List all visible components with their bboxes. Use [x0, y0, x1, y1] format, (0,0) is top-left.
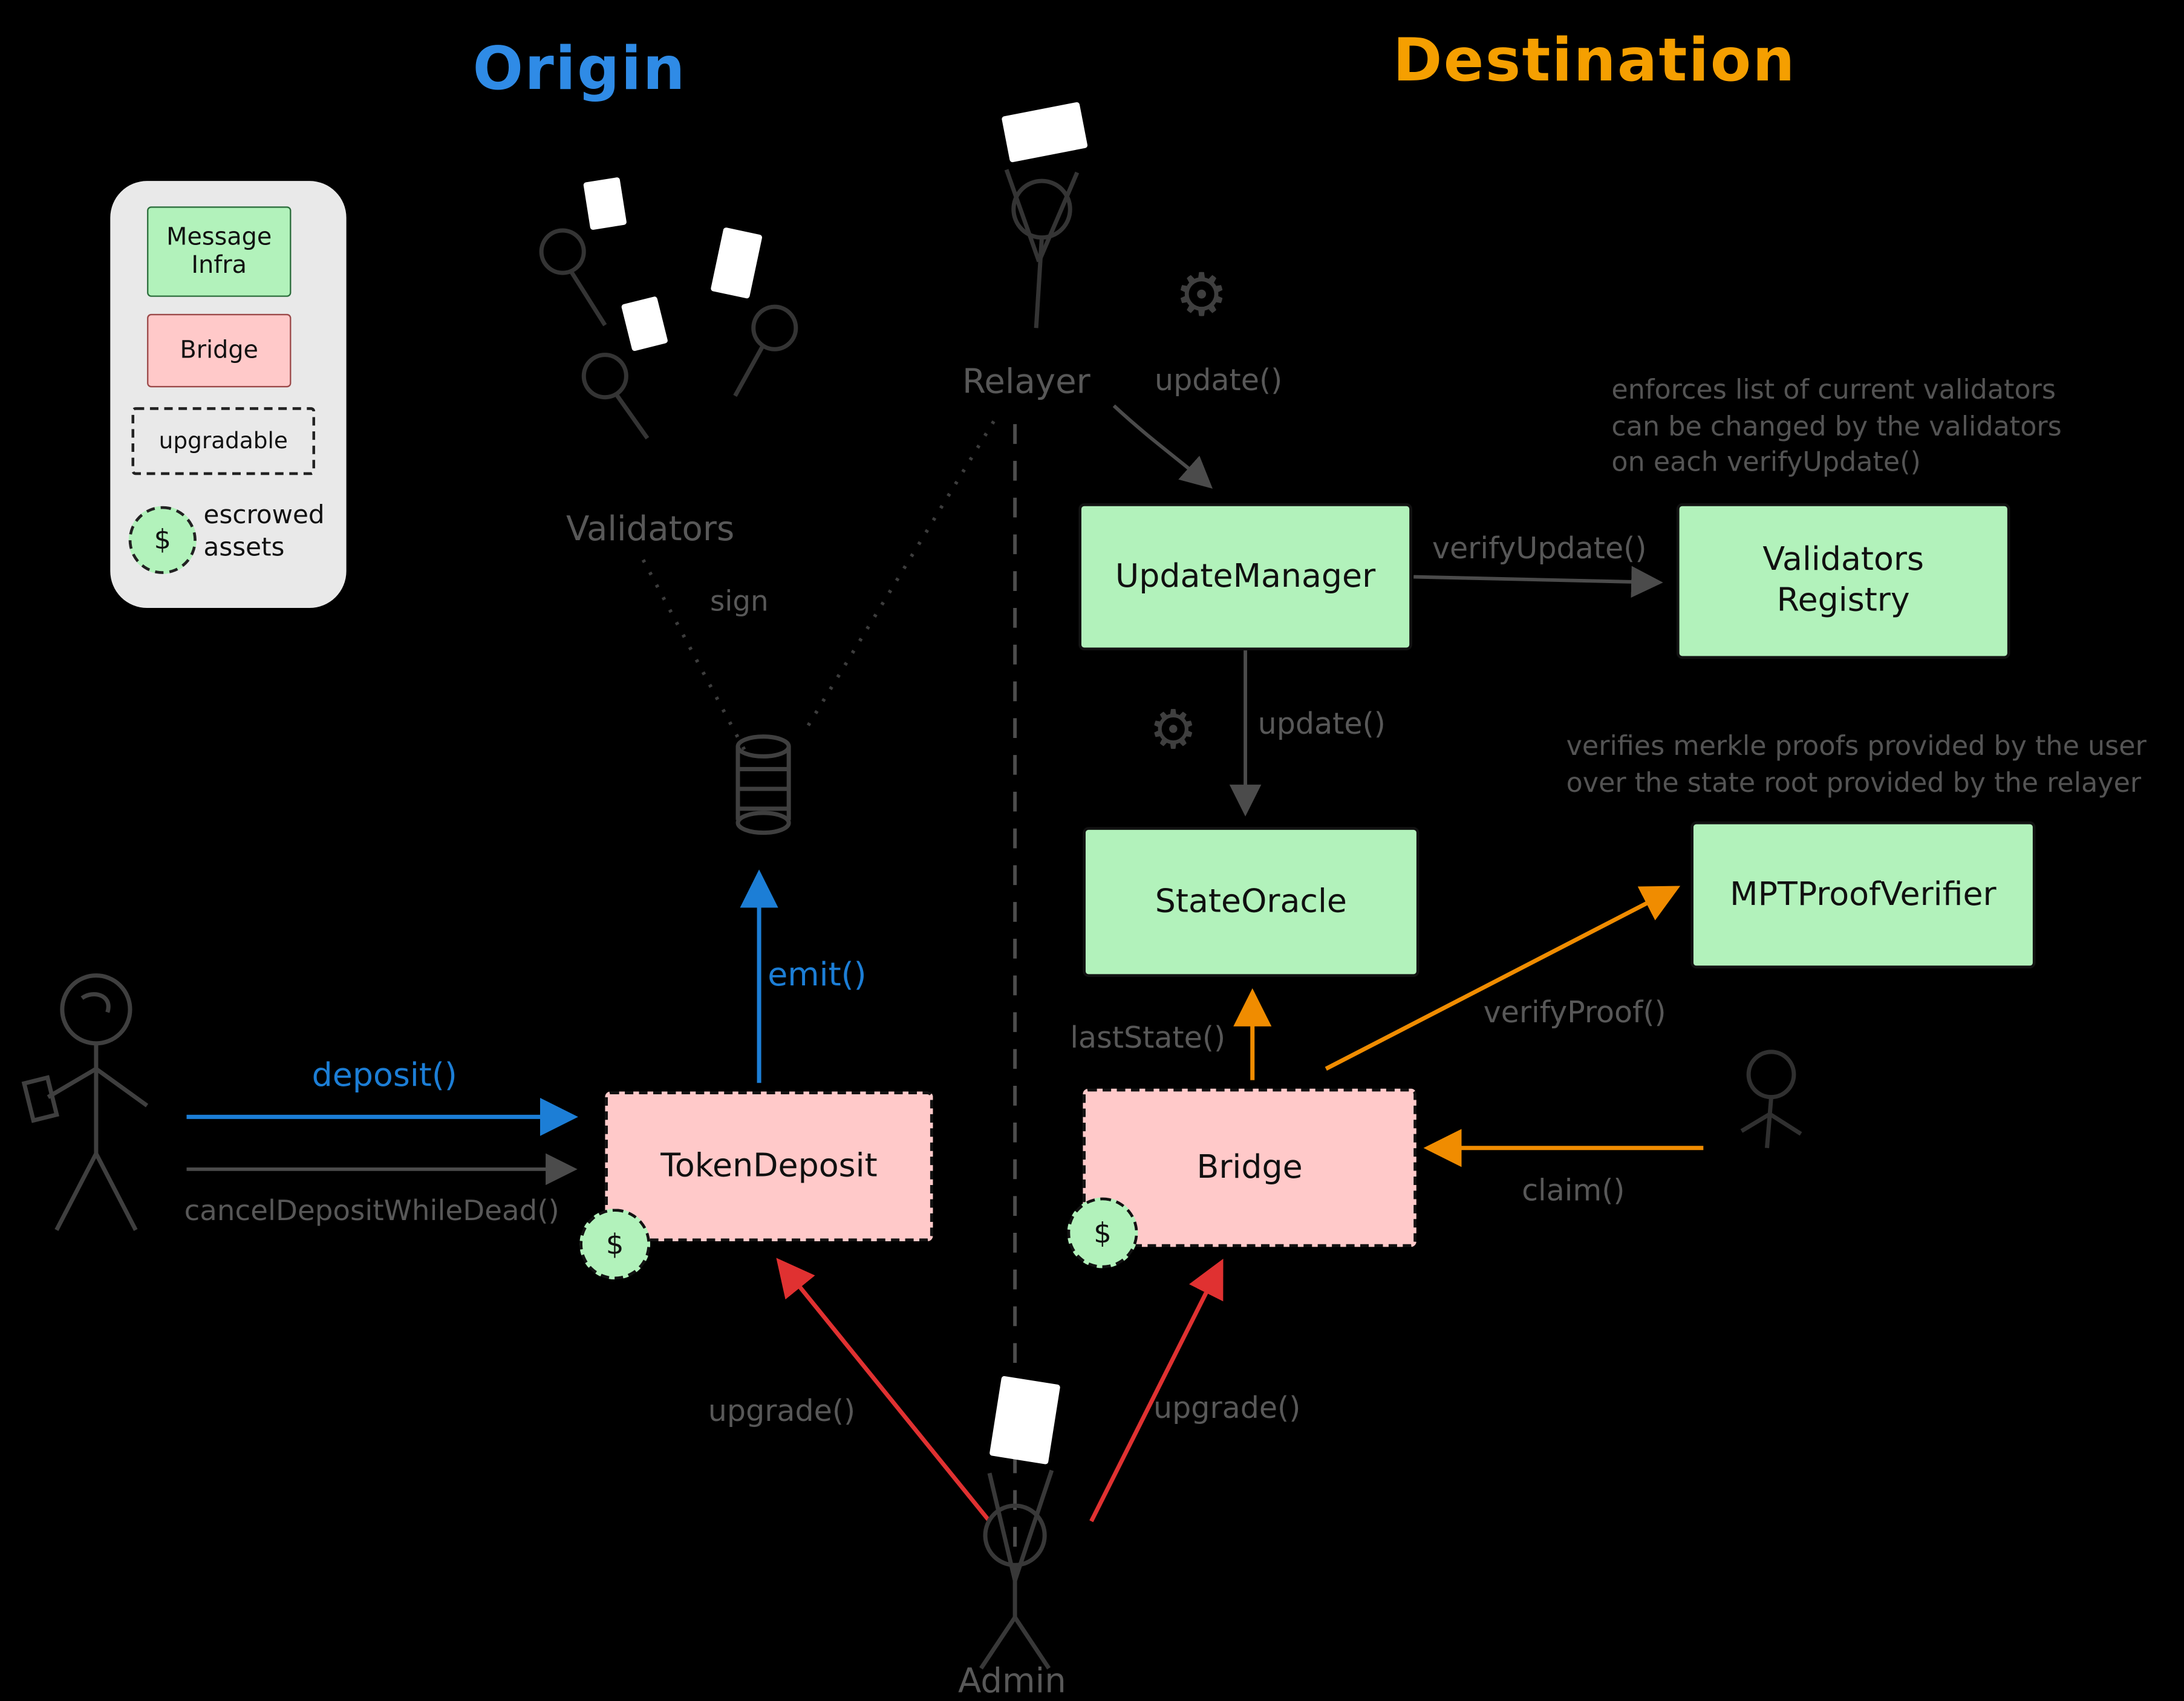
claim-label: claim()	[1522, 1173, 1625, 1207]
legend-upgradable-swatch: upgradable	[131, 407, 316, 475]
gear-icon: ⚙	[1149, 698, 1198, 761]
relayer-label: Relayer	[962, 362, 1090, 402]
node-state-oracle: StateOracle	[1083, 827, 1420, 978]
upgrade-token-deposit-arrow	[776, 1258, 991, 1523]
upgrade-token-deposit-label: upgrade()	[708, 1394, 856, 1428]
emit-label: emit()	[768, 957, 867, 994]
node-validators-registry: Validators Registry	[1676, 503, 2010, 659]
node-bridge: Bridge	[1083, 1088, 1416, 1247]
legend-escrowed-assets-icon: $	[128, 506, 197, 574]
upgrade-bridge-label: upgrade()	[1153, 1391, 1301, 1425]
deposit-label: deposit()	[311, 1057, 457, 1094]
admin-figure	[979, 1469, 1054, 1670]
node-mpt-proof-verifier: MPTProofVerifier	[1690, 821, 2036, 968]
verify-update-label: verifyUpdate()	[1432, 531, 1647, 566]
verify-proof-label: verifyProof()	[1483, 995, 1666, 1030]
relayer-update-arrow	[1112, 404, 1213, 489]
validator-laptop-icon	[583, 177, 627, 230]
node-token-deposit: TokenDeposit	[605, 1091, 933, 1242]
user-figure	[21, 973, 149, 1231]
legend-bridge-swatch: Bridge	[147, 313, 292, 388]
mpt-verifier-note: verifies merkle proofs provided by the u…	[1566, 731, 2147, 798]
seal-icon	[735, 734, 791, 835]
admin-label: Admin	[958, 1661, 1066, 1701]
update-oracle-label: update()	[1257, 707, 1386, 741]
gear-icon: ⚙	[1175, 260, 1228, 330]
admin-laptop-icon	[989, 1376, 1061, 1465]
relayer-figure	[1004, 169, 1080, 328]
relayer-sign-line	[804, 420, 996, 731]
node-update-manager: UpdateManager	[1078, 503, 1412, 651]
validators-label: Validators	[566, 509, 735, 549]
destination-title: Destination	[1392, 25, 1796, 95]
escrowed-assets-badge: $	[1067, 1197, 1138, 1268]
sign-label: sign	[710, 584, 769, 618]
verify-proof-arrow	[1325, 886, 1681, 1071]
legend-escrowed-assets-label: escrowed assets	[203, 500, 325, 563]
cancel-deposit-label: cancelDepositWhileDead()	[184, 1193, 559, 1227]
validators-registry-note: enforces list of current validators can …	[1611, 374, 2062, 478]
update-relayer-label: update()	[1155, 363, 1283, 397]
verify-update-arrow	[1413, 566, 1663, 598]
validators-figures	[539, 228, 798, 440]
legend-message-infra-swatch: Message Infra	[147, 206, 292, 297]
upgrade-bridge-arrow	[1089, 1258, 1224, 1523]
origin-title: Origin	[472, 34, 686, 103]
legend: Message Infra Bridge upgradable $ escrow…	[110, 181, 347, 608]
claim-user-figure	[1740, 1050, 1802, 1149]
last-state-label: lastState()	[1070, 1020, 1226, 1055]
escrowed-assets-badge: $	[579, 1209, 651, 1280]
